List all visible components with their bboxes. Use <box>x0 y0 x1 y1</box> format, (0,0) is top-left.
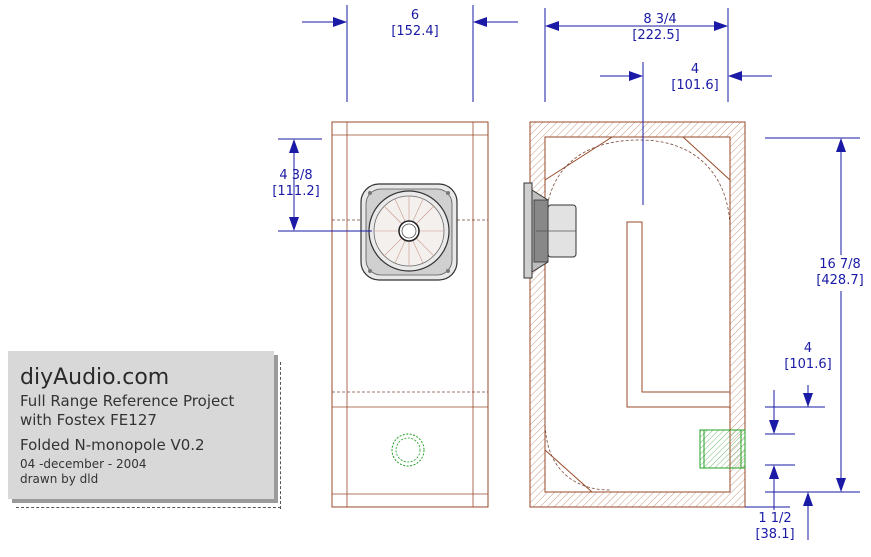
front-width-metric: [152.4] <box>391 24 438 39</box>
project-line-2: with Fostex FE127 <box>20 411 157 429</box>
top-right-fillet <box>681 136 731 182</box>
port-bottom-imperial: 1 1/2 <box>758 511 791 526</box>
port-front <box>391 433 425 467</box>
side-section <box>523 121 746 508</box>
port-height-imperial: 4 <box>804 341 812 356</box>
front-panel-outline <box>331 121 489 508</box>
baffle-offset-metric: [101.6] <box>671 78 718 93</box>
title-block: diyAudio.com Full Range Reference Projec… <box>8 351 274 499</box>
bottom-left-fillet <box>544 448 594 493</box>
total-height-metric: [428.7] <box>816 273 863 288</box>
card-shadow-dash-right <box>280 362 282 509</box>
drawing-meta: 04 -december - 2004 drawn by dld <box>20 457 147 487</box>
total-height-imperial: 16 7/8 <box>819 257 861 272</box>
port-bottom-metric: [38.1] <box>755 527 794 542</box>
front-width-imperial: 6 <box>411 8 419 23</box>
driver-height-imperial: 4 3/8 <box>279 168 312 183</box>
drawing-author: drawn by dld <box>20 472 99 486</box>
card-shadow-dash-bottom <box>16 507 281 509</box>
top-left-fillet <box>544 136 614 181</box>
side-depth-imperial: 8 3/4 <box>643 12 676 27</box>
project-title: Full Range Reference Project with Fostex… <box>20 392 234 430</box>
project-line-1: Full Range Reference Project <box>20 392 235 410</box>
driver-side <box>523 182 577 279</box>
drawing-date: 04 -december - 2004 <box>20 457 147 471</box>
side-depth-metric: [222.5] <box>632 28 679 43</box>
site-name: diyAudio.com <box>20 365 170 390</box>
design-name: Folded N-monopole V0.2 <box>20 436 205 454</box>
port-side <box>699 429 746 469</box>
port-height-metric: [101.6] <box>784 357 831 372</box>
baffle-offset-imperial: 4 <box>691 62 699 77</box>
driver-height-metric: [111.2] <box>272 184 319 199</box>
dimensions: 6 [152.4] 8 3/4 [222.5] 4 [101.6] 4 3/8 … <box>272 5 870 542</box>
driver-front <box>360 183 458 281</box>
inner-divider <box>626 221 731 408</box>
front-view <box>331 121 489 508</box>
